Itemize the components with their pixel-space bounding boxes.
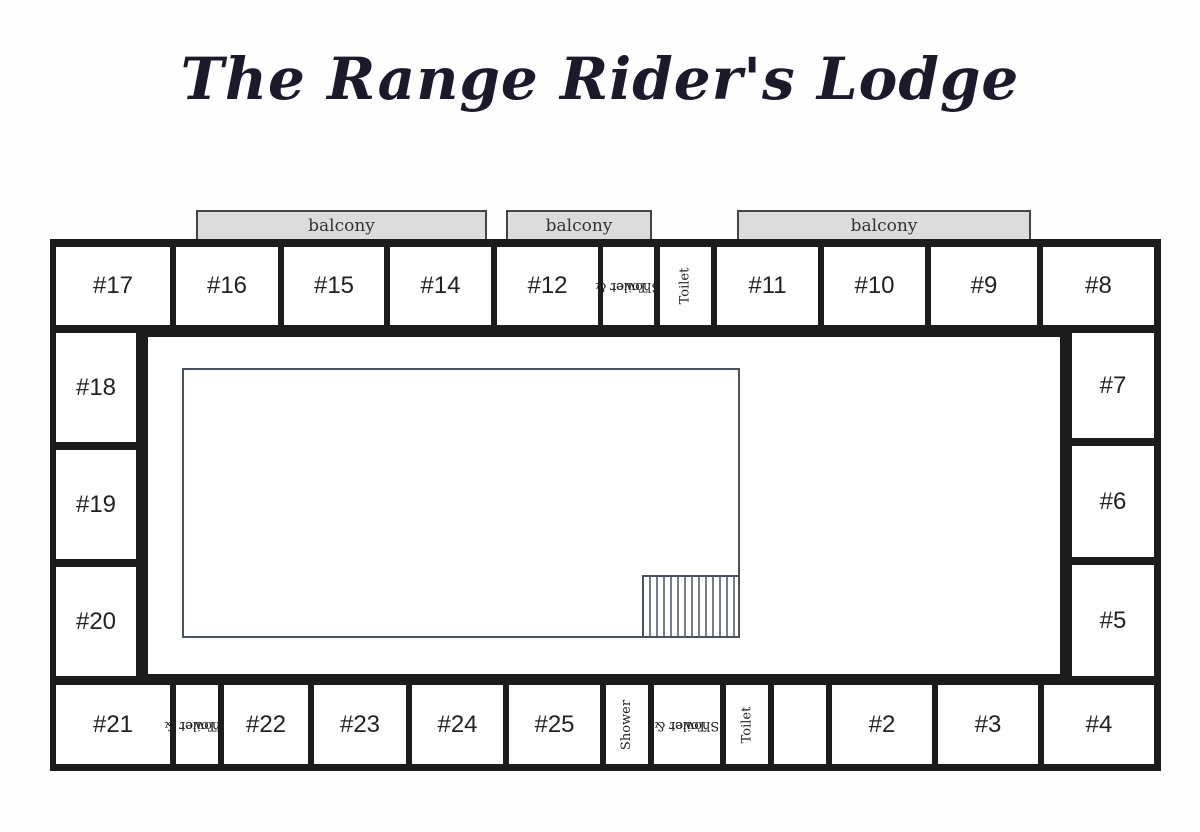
room-16[interactable]: #16	[176, 247, 278, 325]
bottom-shower: Shower	[606, 685, 648, 764]
room-17[interactable]: #17	[56, 247, 170, 325]
top-toilet-label: Toilet	[677, 267, 693, 305]
balcony-right: balcony	[737, 210, 1031, 240]
top-toilet: Toilet	[660, 247, 711, 325]
room-2[interactable]: #2	[832, 685, 932, 764]
bottom-toilet-shower-1-line2: Shower	[178, 717, 230, 733]
bottom-shower-label: Shower	[619, 699, 635, 750]
room-15[interactable]: #15	[284, 247, 384, 325]
bottom-toilet-shower-2-line2: Shower	[668, 717, 720, 733]
balcony-left: balcony	[196, 210, 487, 240]
room-5[interactable]: #5	[1072, 565, 1154, 676]
room-6[interactable]: #6	[1072, 446, 1154, 557]
room-22[interactable]: #22	[224, 685, 308, 764]
bottom-toilet-shower-2: Toilet &Shower	[654, 685, 720, 764]
room-3[interactable]: #3	[938, 685, 1038, 764]
room-blank[interactable]	[774, 685, 826, 764]
room-19[interactable]: #19	[56, 450, 136, 559]
top-toilet-shower-line2: Shower	[610, 279, 661, 294]
room-9[interactable]: #9	[931, 247, 1037, 325]
room-20[interactable]: #20	[56, 567, 136, 676]
room-24[interactable]: #24	[412, 685, 503, 764]
room-8[interactable]: #8	[1043, 247, 1154, 325]
room-4[interactable]: #4	[1044, 685, 1154, 764]
room-7[interactable]: #7	[1072, 333, 1154, 438]
room-11[interactable]: #11	[717, 247, 818, 325]
page-title: The Range Rider's Lodge	[180, 45, 1020, 113]
room-25[interactable]: #25	[509, 685, 600, 764]
room-14[interactable]: #14	[390, 247, 491, 325]
bottom-toilet-shower-1: Toilet &Shower	[164, 685, 229, 764]
bottom-toilet: Toilet	[726, 685, 768, 764]
room-21[interactable]: #21	[56, 685, 170, 764]
room-23[interactable]: #23	[314, 685, 406, 764]
top-toilet-shower: Toilet &Shower	[595, 247, 661, 325]
room-12[interactable]: #12	[497, 247, 598, 325]
balcony-center: balcony	[506, 210, 652, 240]
bottom-toilet-label: Toilet	[738, 706, 754, 743]
room-10[interactable]: #10	[824, 247, 925, 325]
room-18[interactable]: #18	[56, 333, 136, 442]
pool-stairs	[642, 575, 740, 638]
